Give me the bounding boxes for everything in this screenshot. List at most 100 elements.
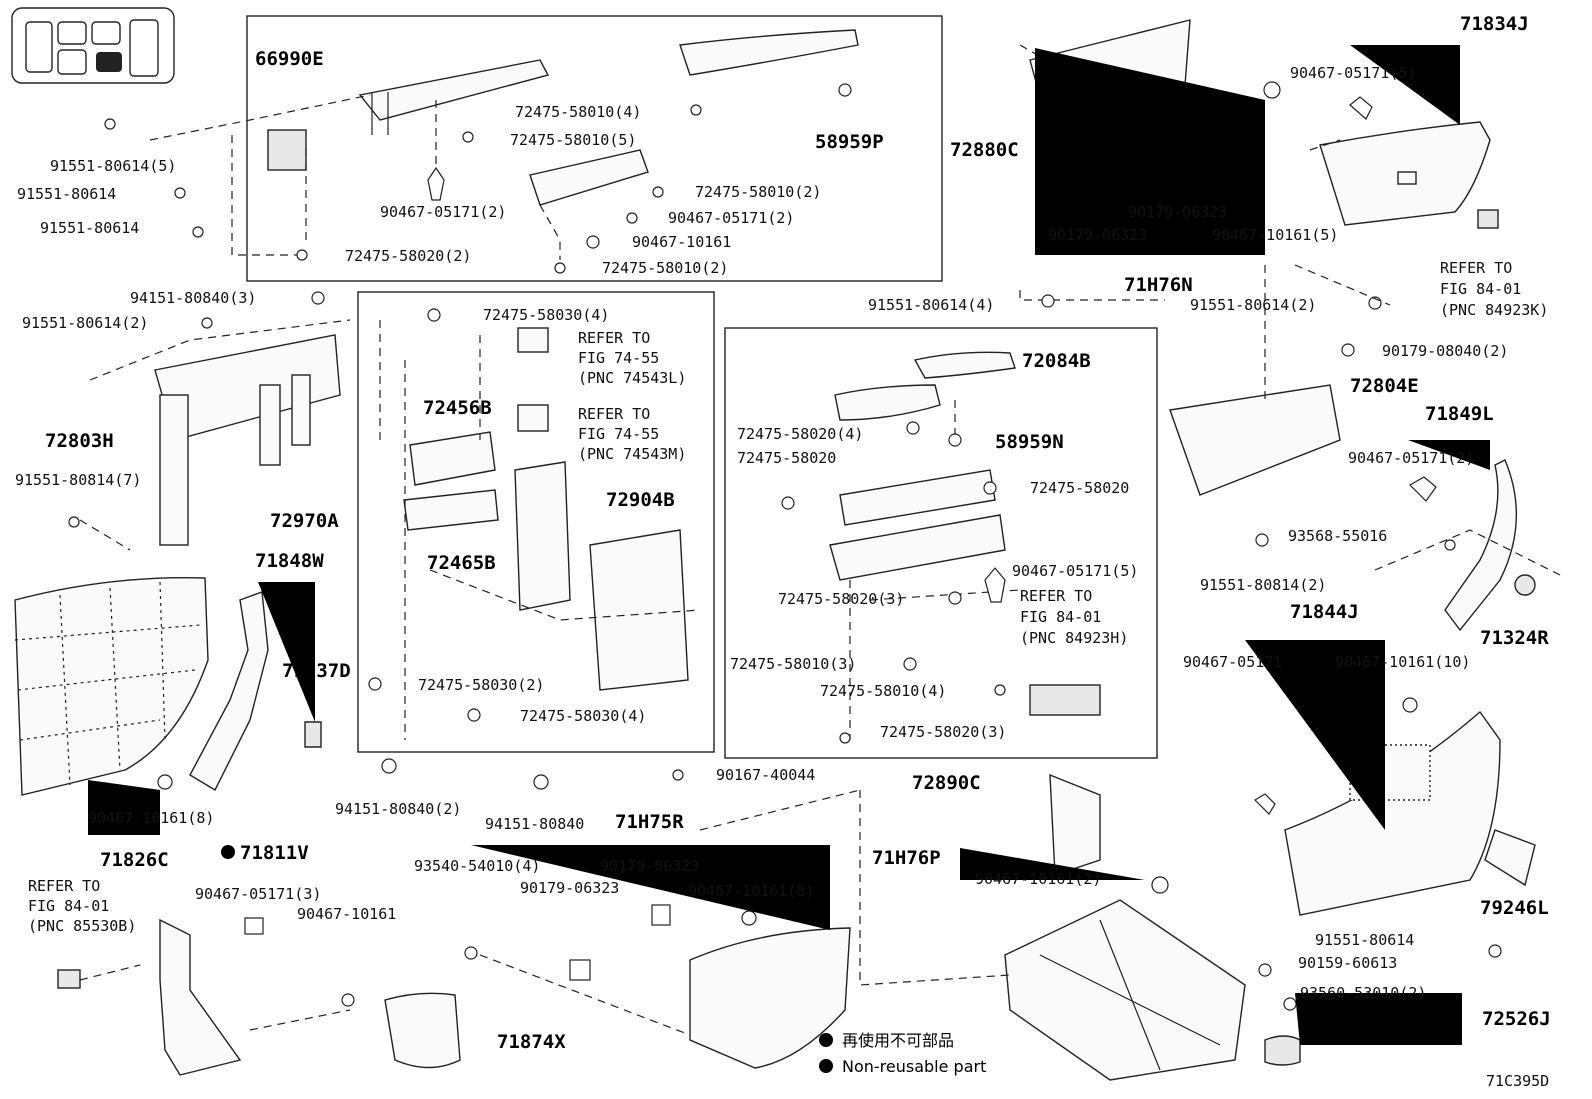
label-93560-53010-2[interactable]: 93560-53010(2)	[1300, 984, 1426, 1002]
label-90467-05171-3[interactable]: 90467-05171(3)	[195, 885, 321, 903]
label-90467-10161-10[interactable]: 90467-10161(10)	[1335, 653, 1470, 671]
label-ref5-a[interactable]: REFER TO	[1440, 259, 1512, 277]
label-72475-58010-4[interactable]: 72475-58010(4)	[515, 103, 641, 121]
label-91551-80614a[interactable]: 91551-80614	[17, 185, 116, 203]
label-72475-58020-4[interactable]: 72475-58020(4)	[737, 425, 863, 443]
label-91551-80814-2[interactable]: 91551-80814(2)	[1200, 576, 1326, 594]
label-90179-06323c[interactable]: 90179-06323	[1128, 203, 1227, 221]
label-72456b[interactable]: 72456B	[423, 397, 492, 419]
label-72804e[interactable]: 72804E	[1350, 375, 1419, 397]
label-90467-10161-2[interactable]: 90467-10161(2)	[975, 870, 1101, 888]
label-ref4-c[interactable]: (PNC 84923H)	[1020, 629, 1128, 647]
label-93540-54010-4[interactable]: 93540-54010(4)	[414, 857, 540, 875]
label-ref3-a[interactable]: REFER TO	[28, 877, 100, 895]
label-ref5-c[interactable]: (PNC 84923K)	[1440, 301, 1548, 319]
label-ref4-a[interactable]: REFER TO	[1020, 587, 1092, 605]
part-71874x	[384, 992, 461, 1069]
label-58959p[interactable]: 58959P	[815, 131, 884, 153]
label-71811v[interactable]: 71811V	[240, 842, 309, 864]
label-72475-58020-3b[interactable]: 72475-58020(3)	[880, 723, 1006, 741]
label-72475-58010-5[interactable]: 72475-58010(5)	[510, 131, 636, 149]
label-72475-58020a[interactable]: 72475-58020	[737, 449, 836, 467]
label-72475-58010-2a[interactable]: 72475-58010(2)	[695, 183, 821, 201]
label-ref2-a[interactable]: REFER TO	[578, 405, 650, 423]
non-reusable-marker-icon	[221, 845, 235, 859]
label-93568-55016[interactable]: 93568-55016	[1288, 527, 1387, 545]
label-71h76n[interactable]: 71H76N	[1124, 274, 1193, 296]
label-72475-58010-2b[interactable]: 72475-58010(2)	[602, 259, 728, 277]
label-72475-58020-3a[interactable]: 72475-58020(3)	[778, 590, 904, 608]
label-71849l[interactable]: 71849L	[1425, 403, 1494, 425]
label-79246l[interactable]: 79246L	[1480, 897, 1549, 919]
label-72970a[interactable]: 72970A	[270, 510, 339, 532]
label-ref2-c[interactable]: (PNC 74543M)	[578, 445, 686, 463]
label-ref3-c[interactable]: (PNC 85530B)	[28, 917, 136, 935]
label-ref1-a[interactable]: REFER TO	[578, 329, 650, 347]
label-72803h[interactable]: 72803H	[45, 430, 114, 452]
label-72904b[interactable]: 72904B	[606, 489, 675, 511]
label-90467-05171-2c[interactable]: 90467-05171(2)	[1348, 449, 1474, 467]
label-91551-80614-2a[interactable]: 91551-80614(2)	[22, 314, 148, 332]
label-91551-80614-2b[interactable]: 91551-80614(2)	[1190, 296, 1316, 314]
label-71h75r[interactable]: 71H75R	[615, 811, 684, 833]
label-ref1-b[interactable]: FIG 74-55	[578, 349, 659, 367]
label-90467-10161b[interactable]: 90467-10161	[297, 905, 396, 923]
label-91551-80614c[interactable]: 91551-80614	[1315, 931, 1414, 949]
label-72084b[interactable]: 72084B	[1022, 350, 1091, 372]
label-71834j[interactable]: 71834J	[1460, 13, 1529, 35]
label-ref5-b[interactable]: FIG 84-01	[1440, 280, 1521, 298]
label-72475-58020b[interactable]: 72475-58020	[1030, 479, 1129, 497]
label-79937d[interactable]: 79937D	[282, 660, 351, 682]
box-72890c-parts	[781, 351, 1101, 744]
label-ref1-c[interactable]: (PNC 74543L)	[578, 369, 686, 387]
label-71h76p[interactable]: 71H76P	[872, 847, 941, 869]
label-72475-58020-2[interactable]: 72475-58020(2)	[345, 247, 471, 265]
label-71848w[interactable]: 71848W	[255, 550, 324, 572]
label-90167-40044[interactable]: 90167-40044	[716, 766, 815, 784]
label-90179-08040-2[interactable]: 90179-08040(2)	[1382, 342, 1508, 360]
label-94151-80840[interactable]: 94151-80840	[485, 815, 584, 833]
label-66990e[interactable]: 66990E	[255, 48, 324, 70]
label-ref4-b[interactable]: FIG 84-01	[1020, 608, 1101, 626]
label-90179-06323a[interactable]: 90179-06323	[600, 857, 699, 875]
label-90179-06323b[interactable]: 90179-06323	[520, 879, 619, 897]
label-72880c[interactable]: 72880C	[950, 139, 1019, 161]
label-71324r[interactable]: 71324R	[1480, 627, 1549, 649]
label-90467-10161-5[interactable]: 90467-10161(5)	[1212, 226, 1338, 244]
label-90467-05171-2b[interactable]: 90467-05171(2)	[668, 209, 794, 227]
label-72475-58010-4b[interactable]: 72475-58010(4)	[820, 682, 946, 700]
label-91551-80814-7[interactable]: 91551-80814(7)	[15, 471, 141, 489]
label-90467-10161-8a[interactable]: 90467-10161(8)	[88, 809, 214, 827]
label-71874x[interactable]: 71874X	[497, 1031, 566, 1053]
label-71844j[interactable]: 71844J	[1290, 601, 1359, 623]
label-72475-58030-4b[interactable]: 72475-58030(4)	[520, 707, 646, 725]
label-90467-10161a[interactable]: 90467-10161	[632, 233, 731, 251]
label-90467-05171-2a[interactable]: 90467-05171(2)	[380, 203, 506, 221]
label-94151-80840-2[interactable]: 94151-80840(2)	[335, 800, 461, 818]
label-90467-10161-8b[interactable]: 90467-10161(8)	[688, 882, 814, 900]
label-72465b[interactable]: 72465B	[427, 552, 496, 574]
label-91551-80614-4[interactable]: 91551-80614(4)	[868, 296, 994, 314]
label-91551-80614b[interactable]: 91551-80614	[40, 219, 139, 237]
label-58959n[interactable]: 58959N	[995, 431, 1064, 453]
label-90467-05171[interactable]: 90467-05171	[1183, 653, 1282, 671]
clip-79937d	[304, 721, 322, 748]
label-94151-80840-3[interactable]: 94151-80840(3)	[130, 289, 256, 307]
position-thumbnail[interactable]	[11, 7, 175, 84]
label-72475-58030-4a[interactable]: 72475-58030(4)	[483, 306, 609, 324]
bracket-71h76p	[1049, 773, 1101, 876]
label-72526j[interactable]: 72526J	[1482, 1008, 1551, 1030]
part-labels: 66990E 72880C 58959P 72475-58010(4) 7247…	[15, 13, 1551, 1053]
label-90467-05171-5b[interactable]: 90467-05171(5)	[1290, 64, 1416, 82]
label-ref3-b[interactable]: FIG 84-01	[28, 897, 109, 915]
label-72475-58010-3[interactable]: 72475-58010(3)	[730, 655, 856, 673]
label-90467-05171-5a[interactable]: 90467-05171(5)	[1012, 562, 1138, 580]
label-90159-60613[interactable]: 90159-60613	[1298, 954, 1397, 972]
label-90179-06323d[interactable]: 90179-06323	[1048, 226, 1147, 244]
label-72475-58030-2[interactable]: 72475-58030(2)	[418, 676, 544, 694]
label-72890c[interactable]: 72890C	[912, 772, 981, 794]
label-71826c[interactable]: 71826C	[100, 849, 169, 871]
label-ref2-b[interactable]: FIG 74-55	[578, 425, 659, 443]
label-91551-80614-5[interactable]: 91551-80614(5)	[50, 157, 176, 175]
